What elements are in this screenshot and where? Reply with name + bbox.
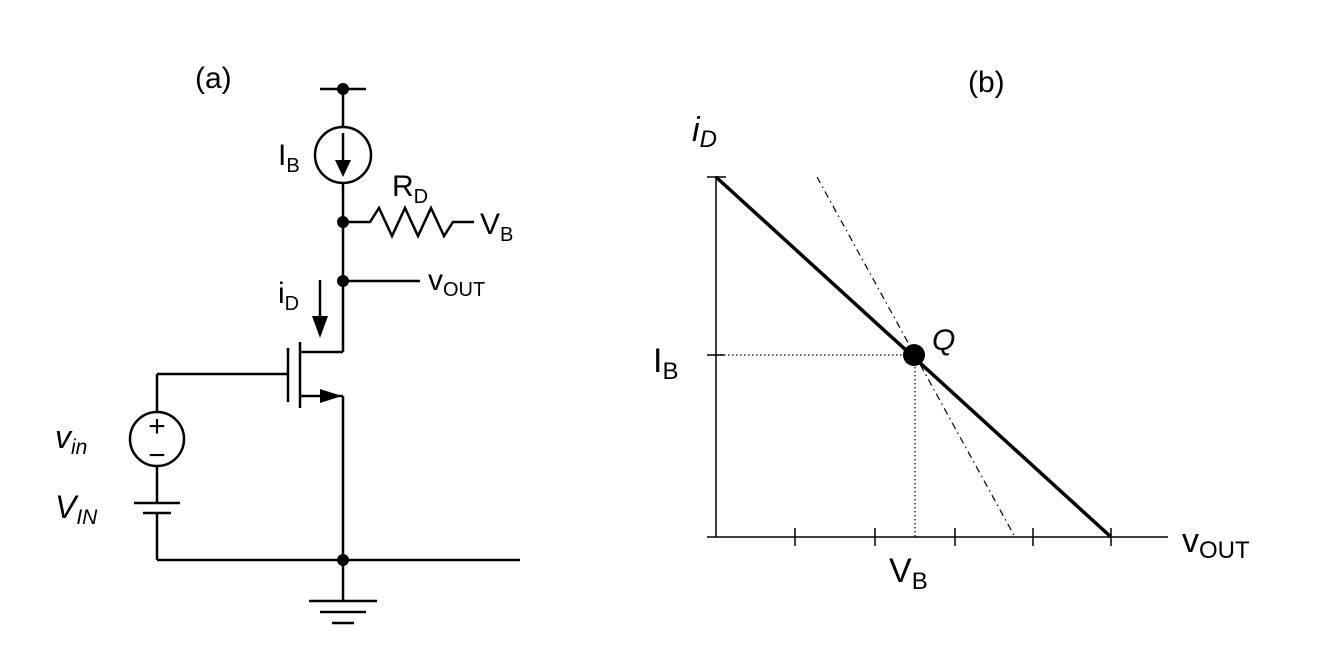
ac-source-label: vin bbox=[55, 419, 87, 459]
q-point bbox=[903, 344, 925, 366]
resistor-rd bbox=[343, 205, 474, 239]
panel-a-label: (a) bbox=[195, 62, 232, 95]
y-axis-label: iD bbox=[692, 111, 717, 153]
circuit-schematic: (a) IB RD VB vOUT iD bbox=[55, 62, 520, 625]
down-arrow-icon bbox=[312, 316, 328, 338]
transistor-characteristic-line bbox=[816, 176, 1016, 538]
right-arrow-icon bbox=[320, 389, 342, 403]
dc-source-vin bbox=[134, 501, 180, 515]
q-point-label: Q bbox=[932, 324, 955, 357]
output-label: vOUT bbox=[428, 264, 485, 301]
bias-voltage-label: VB bbox=[480, 208, 513, 246]
current-source-ib bbox=[313, 125, 373, 185]
panel-b-label: (b) bbox=[968, 66, 1005, 99]
load-line-graph: (b) iD vOUT IB VB Q bbox=[653, 66, 1250, 595]
ground-icon bbox=[309, 599, 377, 625]
plus-icon: + bbox=[148, 410, 166, 443]
x-marker-label: VB bbox=[889, 552, 928, 595]
ac-source-vin: + − bbox=[128, 410, 186, 472]
y-marker-label: IB bbox=[653, 342, 678, 385]
current-source-label: IB bbox=[278, 139, 300, 177]
dc-source-label: VIN bbox=[55, 489, 98, 529]
minus-icon: − bbox=[148, 439, 166, 472]
drain-current-label: iD bbox=[278, 277, 299, 315]
resistor-label: RD bbox=[392, 170, 428, 208]
down-arrow-icon bbox=[335, 160, 351, 177]
nmos-transistor bbox=[157, 342, 343, 408]
x-axis-label: vOUT bbox=[1182, 522, 1250, 564]
